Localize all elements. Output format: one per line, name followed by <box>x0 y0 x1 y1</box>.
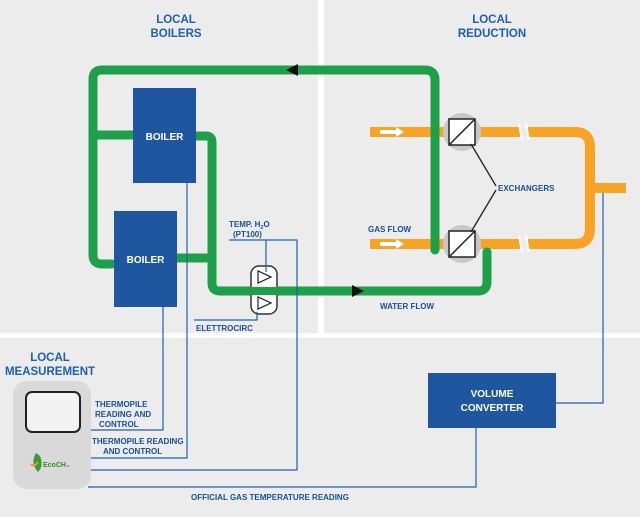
water-pipes <box>88 65 492 296</box>
header-local-measurement-line1: LOCAL <box>30 352 70 364</box>
water-pipe-return <box>191 131 492 296</box>
header-local-reduction-line2: REDUCTION <box>458 28 526 40</box>
thermopile1-line2: READING AND <box>95 410 151 419</box>
boiler-top-label: BOILER <box>146 132 185 143</box>
wire-elettrocirc <box>194 312 258 321</box>
temp-h2o-label: TEMP. H2O <box>229 220 270 231</box>
signal-wires <box>88 183 604 488</box>
water-arrow-top <box>286 64 298 76</box>
eco-flame-icon <box>30 461 39 467</box>
pt100-label: (PT100) <box>233 230 262 239</box>
water-arrow-bottom <box>352 285 364 297</box>
gas-arrow-top <box>380 127 404 137</box>
volume-converter-line1: VOLUME <box>471 389 514 400</box>
heat-exchanger-top <box>443 113 481 151</box>
wire-converter-to-measurement <box>88 428 477 488</box>
exchangers-label: EXCHANGERS <box>498 184 555 193</box>
thermopile2-line1: THERMOPILE READING <box>92 437 184 446</box>
header-local-boilers-line1: LOCAL <box>156 14 196 26</box>
boiler-bottom <box>114 211 177 307</box>
elettrocirc-pump <box>250 265 278 315</box>
boiler-bottom-label: BOILER <box>127 255 166 266</box>
water-pipe-top-loop <box>88 65 440 255</box>
water-pipe-left <box>88 74 117 269</box>
wire-boiler-top <box>91 183 188 459</box>
volume-converter <box>428 373 556 428</box>
thermopile1-line3: CONTROL <box>99 420 139 429</box>
exchangers-callout <box>470 143 497 233</box>
header-local-measurement-line2: MEASUREMENT <box>5 366 95 378</box>
gas-inlet-arrows <box>380 127 404 249</box>
measurement-display <box>25 391 81 433</box>
elettrocirc-label: ELETTROCIRC <box>196 324 253 333</box>
official-gas-temp-label: OFFICIAL GAS TEMPERATURE READING <box>191 493 349 502</box>
wire-boiler-bottom <box>91 307 164 431</box>
eco-logo-text: EcoCH₄ <box>43 462 69 469</box>
header-local-reduction-line1: LOCAL <box>472 14 512 26</box>
header-local-boilers-line2: BOILERS <box>150 28 201 40</box>
gas-flow-label: GAS FLOW <box>368 225 412 234</box>
water-flow-label: WATER FLOW <box>380 302 435 311</box>
boiler-top <box>133 88 196 183</box>
thermopile1-line1: THERMOPILE <box>95 400 148 409</box>
thermopile2-line2: AND CONTROL <box>103 447 162 456</box>
heat-exchanger-bottom <box>443 225 481 263</box>
gas-arrow-bottom <box>380 239 404 249</box>
wire-gas-to-converter <box>555 193 604 404</box>
gas-pipe-breaks <box>518 123 530 253</box>
volume-converter-line2: CONVERTER <box>461 403 525 414</box>
wire-temp-to-measurement <box>91 239 298 471</box>
